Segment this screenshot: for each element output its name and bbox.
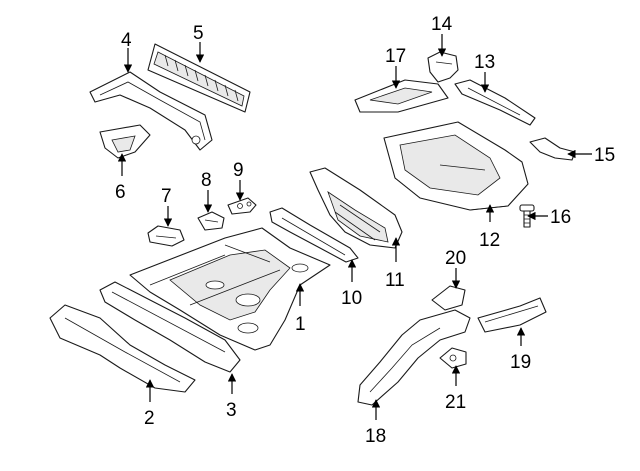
callout-12: 12 [479, 230, 500, 251]
leader-lines [117, 34, 592, 420]
callout-6: 6 [115, 182, 126, 203]
callout-19: 19 [510, 352, 531, 373]
callout-2: 2 [144, 408, 155, 429]
callout-14: 14 [431, 14, 453, 35]
part-5-rear-panel [147, 43, 251, 113]
callout-13: 13 [474, 52, 495, 73]
callout-4: 4 [121, 30, 132, 51]
callout-15: 15 [594, 145, 615, 166]
callout-20: 20 [445, 248, 466, 269]
part-14-bracket [427, 51, 459, 83]
part-2-side-member [49, 304, 196, 393]
callout-1: 1 [295, 314, 306, 335]
part-11-spare-well [309, 167, 403, 249]
callout-18: 18 [365, 426, 386, 447]
part-7-pad [147, 225, 185, 247]
callout-3: 3 [226, 400, 237, 421]
part-6-bracket [99, 124, 151, 159]
part-1-rear-floor-pan [129, 227, 331, 351]
part-3-side-member [99, 281, 241, 373]
callout-5: 5 [193, 23, 204, 44]
callout-11: 11 [385, 270, 405, 291]
part-17-panel [354, 79, 449, 113]
part-12-spare-tub [383, 121, 529, 211]
callout-21: 21 [445, 392, 466, 413]
part-21-clip [439, 347, 467, 369]
callout-numbers: 1 2 3 4 5 6 7 8 9 10 11 12 13 14 15 16 1… [115, 14, 615, 447]
part-8-small-bracket [197, 211, 225, 231]
part-15-small-bracket [529, 137, 576, 161]
part-19-extension [477, 297, 547, 333]
part-20-bracket [431, 285, 466, 311]
part-9-plate [227, 197, 257, 215]
callout-9: 9 [233, 160, 244, 181]
callout-8: 8 [201, 170, 212, 191]
callout-16: 16 [550, 207, 571, 228]
callout-10: 10 [341, 288, 362, 309]
callout-17: 17 [385, 46, 406, 67]
callout-7: 7 [161, 186, 172, 207]
part-4-side-rail [89, 71, 213, 151]
part-13-rail [454, 79, 536, 126]
